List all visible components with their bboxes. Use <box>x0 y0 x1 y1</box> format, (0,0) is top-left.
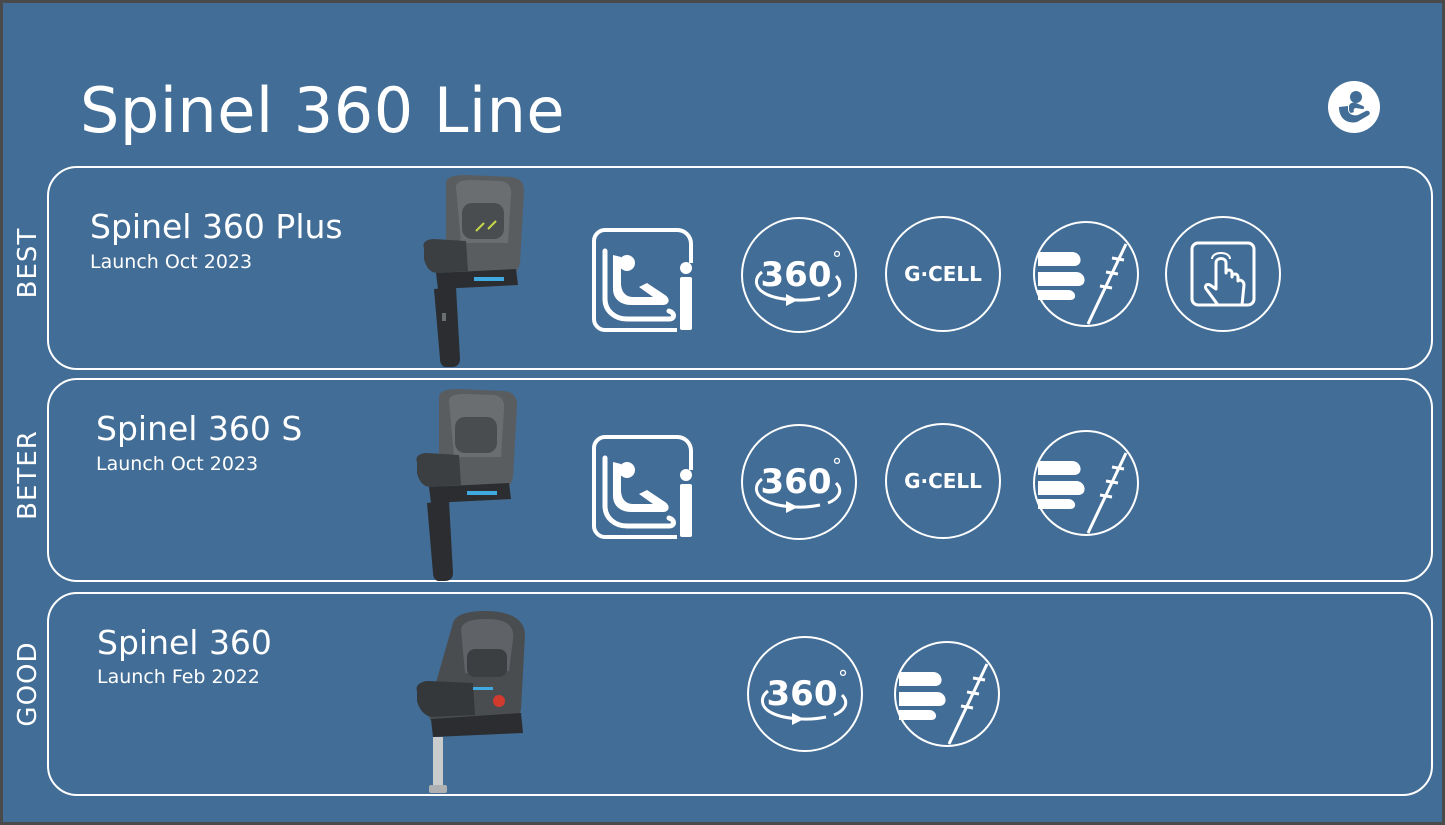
side-impact-protection-icon <box>894 641 1000 747</box>
rotation-text: 360 <box>761 255 832 295</box>
rotation-text: 360 <box>767 674 838 714</box>
page-title: Spinel 360 Line <box>80 74 566 147</box>
tier-row-good <box>47 592 1433 796</box>
360-rotation-icon: 360 ° <box>741 424 857 540</box>
tier-label-good: GOOD <box>13 641 43 727</box>
degree-text: ° <box>832 454 842 478</box>
car-seat-s-image <box>416 389 517 581</box>
g-cell-icon: G·CELL <box>885 216 1001 332</box>
car-seat-plus-image <box>423 175 524 367</box>
rotation-text: 360 <box>761 462 832 502</box>
launch-date: Launch Oct 2023 <box>96 453 259 475</box>
gcell-text: G·CELL <box>904 262 982 286</box>
model-name: Spinel 360 S <box>96 409 303 448</box>
tier-label-best: BEST <box>13 227 43 299</box>
tier-label-beter: BETER <box>13 430 43 520</box>
tier-row-beter <box>47 378 1433 582</box>
gcell-text: G·CELL <box>904 469 982 493</box>
model-name: Spinel 360 <box>97 623 272 662</box>
car-seat-standard-image <box>416 611 525 793</box>
launch-date: Launch Oct 2023 <box>90 251 253 273</box>
degree-text: ° <box>838 666 848 690</box>
isofix-seat-icon <box>592 228 693 332</box>
side-impact-protection-icon <box>1033 221 1139 327</box>
g-cell-icon: G·CELL <box>885 423 1001 539</box>
360-rotation-icon: 360 ° <box>747 636 863 752</box>
launch-date: Launch Feb 2022 <box>97 666 260 688</box>
touch-control-icon <box>1165 216 1281 332</box>
isofix-seat-icon <box>592 435 693 539</box>
baby-in-hand-logo-icon <box>1328 81 1380 133</box>
side-impact-protection-icon <box>1033 430 1139 536</box>
slide: Spinel 360 Line BEST BETER GOOD Spinel 3… <box>3 3 1442 822</box>
model-name: Spinel 360 Plus <box>90 207 343 246</box>
degree-text: ° <box>832 247 842 271</box>
tier-row-best <box>47 166 1433 370</box>
360-rotation-icon: 360 ° <box>741 217 857 333</box>
